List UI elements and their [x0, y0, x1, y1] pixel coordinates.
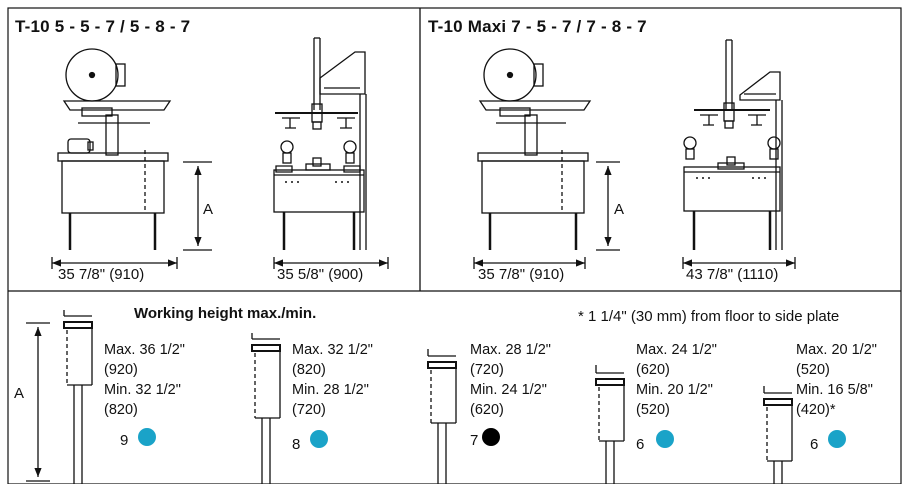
height-spec-6a: Max. 24 1/2"(620) Min. 20 1/2"(520) [636, 342, 717, 418]
level-dot-6a [656, 430, 674, 448]
level-number-6b: 6 [810, 436, 819, 453]
leg-pictogram-9 [63, 310, 93, 484]
floor-note: * 1 1/4" (30 mm) from floor to side plat… [578, 308, 840, 325]
frame-lines [7, 7, 902, 484]
t10-side-view [51, 48, 212, 269]
t10-front-view [273, 37, 389, 269]
leg-pictogram-6b [763, 386, 793, 484]
t10-maxi-height-label: A [614, 201, 625, 218]
height-spec-6b: Max. 20 1/2"(520) Min. 16 5/8"(420)* [796, 342, 877, 418]
height-spec-7: Max. 28 1/2"(720) Min. 24 1/2"(620) [470, 342, 551, 418]
level-number-7: 7 [470, 432, 479, 449]
leg-pictogram-6a [595, 365, 625, 484]
t10-height-label: A [203, 201, 214, 218]
t10-maxi-title: T-10 Maxi 7 - 5 - 7 / 7 - 8 - 7 [428, 17, 647, 36]
t10-side-width-label: 35 7/8" (910) [58, 266, 145, 283]
level-number-6a: 6 [636, 436, 645, 453]
level-number-9: 9 [120, 432, 129, 449]
leg-pictogram-7 [427, 349, 457, 484]
working-height-title: Working height max./min. [134, 305, 317, 322]
level-number-8: 8 [292, 436, 301, 453]
level-dot-6b [828, 430, 846, 448]
height-spec-9: Max. 36 1/2"(920) Min. 32 1/2"(820) [104, 342, 185, 418]
t10-maxi-side-width-label: 35 7/8" (910) [478, 266, 565, 283]
t10-front-width-label: 35 5/8" (900) [277, 266, 364, 283]
working-height-arrow [26, 322, 50, 482]
leg-pictogram-8 [251, 333, 281, 484]
t10-title: T-10 5 - 5 - 7 / 5 - 8 - 7 [15, 17, 191, 36]
t10-maxi-side-view [473, 48, 620, 269]
working-height-label: A [14, 385, 25, 402]
t10-maxi-front-view [682, 39, 796, 269]
level-dot-7 [482, 428, 500, 446]
level-dot-9 [138, 428, 156, 446]
t10-maxi-front-width-label: 43 7/8" (1110) [686, 266, 779, 283]
height-spec-8: Max. 32 1/2"(820) Min. 28 1/2"(720) [292, 342, 373, 418]
level-dot-8 [310, 430, 328, 448]
